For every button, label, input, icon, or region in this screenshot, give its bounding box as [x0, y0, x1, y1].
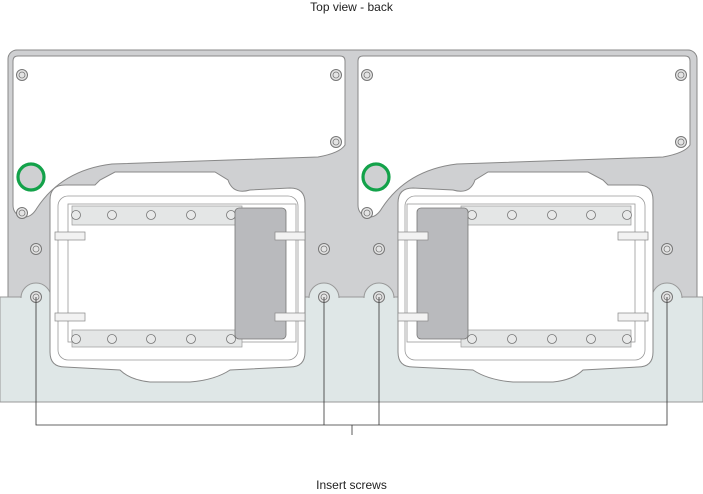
right-module	[374, 172, 673, 382]
callout-lines	[35, 297, 668, 435]
diagram-title: Top view - back	[310, 0, 393, 14]
left-module	[31, 172, 330, 382]
insert-screws-label: Insert screws	[316, 478, 387, 492]
